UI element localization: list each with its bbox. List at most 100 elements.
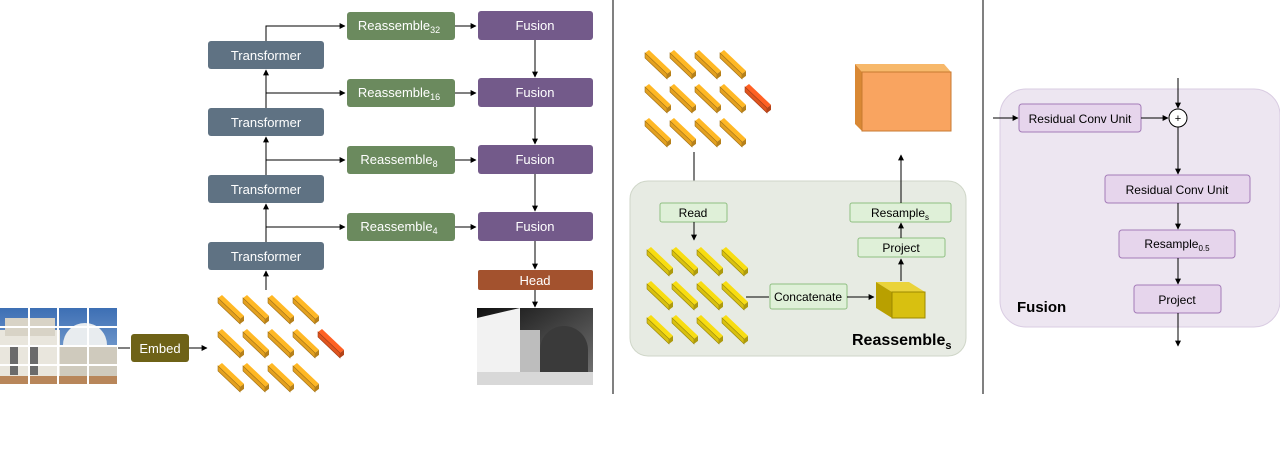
token	[696, 315, 723, 345]
reassemble-label: Reassemble	[358, 18, 430, 33]
concatenated-block	[876, 282, 926, 319]
token	[719, 50, 746, 80]
fusion-3: Fusion	[478, 145, 593, 174]
fusion-4: Fusion	[478, 212, 593, 241]
transformer-4: Transformer	[208, 242, 324, 270]
token	[669, 84, 696, 114]
residual-conv-unit-mid: Residual Conv Unit	[1104, 174, 1251, 204]
project-box-fusion: Project	[1133, 284, 1222, 314]
output-feature-cube	[855, 64, 952, 132]
token	[694, 84, 721, 114]
token	[292, 329, 319, 359]
read-label: Read	[679, 206, 708, 220]
resample-box-fusion: Resample0.5	[1118, 229, 1236, 259]
token-grid-top	[644, 50, 771, 148]
reassemble-panel	[629, 180, 967, 357]
reassemble-label: Reassemble	[358, 85, 430, 100]
reassemble-8: Reassemble8	[347, 146, 455, 174]
fusion-label: Fusion	[515, 85, 554, 100]
token	[696, 281, 723, 311]
resample-label: Resample	[1144, 237, 1198, 251]
transformer-label: Transformer	[231, 48, 302, 63]
reassemble-panel-title: Reassembles	[852, 332, 952, 352]
token	[744, 84, 771, 114]
head-label: Head	[519, 273, 550, 288]
reassemble-subscript: 8	[433, 159, 438, 169]
token	[644, 118, 671, 148]
reassemble-16: Reassemble16	[347, 79, 455, 107]
token	[267, 363, 294, 393]
token	[217, 295, 244, 325]
token	[646, 247, 673, 277]
token	[646, 315, 673, 345]
token-grid	[217, 295, 344, 393]
token	[267, 329, 294, 359]
concatenate-label: Concatenate	[774, 290, 842, 304]
project-box: Project	[857, 237, 946, 258]
token	[292, 363, 319, 393]
project-label: Project	[1158, 293, 1196, 307]
svg-text:Reassemble32: Reassemble32	[358, 18, 440, 35]
input-image	[0, 308, 117, 384]
token	[671, 315, 698, 345]
resample-box: Resamples	[849, 202, 952, 223]
embed-box: Embed	[131, 334, 189, 362]
fusion-2: Fusion	[478, 78, 593, 107]
plus-node: +	[1168, 108, 1188, 128]
token	[719, 84, 746, 114]
transformer-3: Transformer	[208, 175, 324, 203]
token	[317, 329, 344, 359]
concatenate-box: Concatenate	[769, 283, 848, 310]
token	[696, 247, 723, 277]
head-box: Head	[478, 270, 593, 290]
token	[292, 295, 319, 325]
token	[719, 118, 746, 148]
resample-subscript: s	[925, 213, 929, 222]
token	[644, 84, 671, 114]
resample-label: Resample	[871, 206, 925, 220]
transformer-label: Transformer	[231, 182, 302, 197]
svg-text:Resample0.5: Resample0.5	[1144, 237, 1210, 253]
svg-text:Reassemble8: Reassemble8	[360, 152, 437, 169]
fusion-label: Fusion	[515, 152, 554, 167]
residual-conv-unit-top: Residual Conv Unit	[1018, 103, 1142, 133]
token	[721, 315, 748, 345]
token	[646, 281, 673, 311]
svg-text:Reassemble4: Reassemble4	[360, 219, 437, 236]
token	[242, 363, 269, 393]
reassemble-4: Reassemble4	[347, 213, 455, 241]
svg-text:Reassemble16: Reassemble16	[358, 85, 440, 102]
plus-label: +	[1175, 113, 1181, 125]
read-box: Read	[659, 202, 728, 223]
transformer-label: Transformer	[231, 115, 302, 130]
token	[217, 363, 244, 393]
transformer-1: Transformer	[208, 41, 324, 69]
transformer-2: Transformer	[208, 108, 324, 136]
token	[644, 50, 671, 80]
token	[669, 50, 696, 80]
token	[671, 247, 698, 277]
depth-output-image	[477, 308, 593, 385]
token	[217, 329, 244, 359]
transformer-label: Transformer	[231, 249, 302, 264]
project-label: Project	[882, 241, 920, 255]
token	[242, 329, 269, 359]
reassemble-32: Reassemble32	[347, 12, 455, 40]
embed-label: Embed	[139, 341, 180, 356]
rcu-label: Residual Conv Unit	[1126, 183, 1229, 197]
fusion-panel	[999, 88, 1280, 328]
reassemble-subscript: 32	[430, 25, 440, 35]
token-grid-yellow	[646, 247, 748, 345]
fusion-panel-title: Fusion	[1017, 299, 1066, 316]
token	[721, 247, 748, 277]
token	[721, 281, 748, 311]
token	[242, 295, 269, 325]
rcu-label: Residual Conv Unit	[1029, 112, 1132, 126]
fusion-1: Fusion	[478, 11, 593, 40]
reassemble-subscript: 16	[430, 92, 440, 102]
resample-subscript: 0.5	[1198, 244, 1210, 253]
token	[671, 281, 698, 311]
fusion-label: Fusion	[515, 219, 554, 234]
token	[267, 295, 294, 325]
